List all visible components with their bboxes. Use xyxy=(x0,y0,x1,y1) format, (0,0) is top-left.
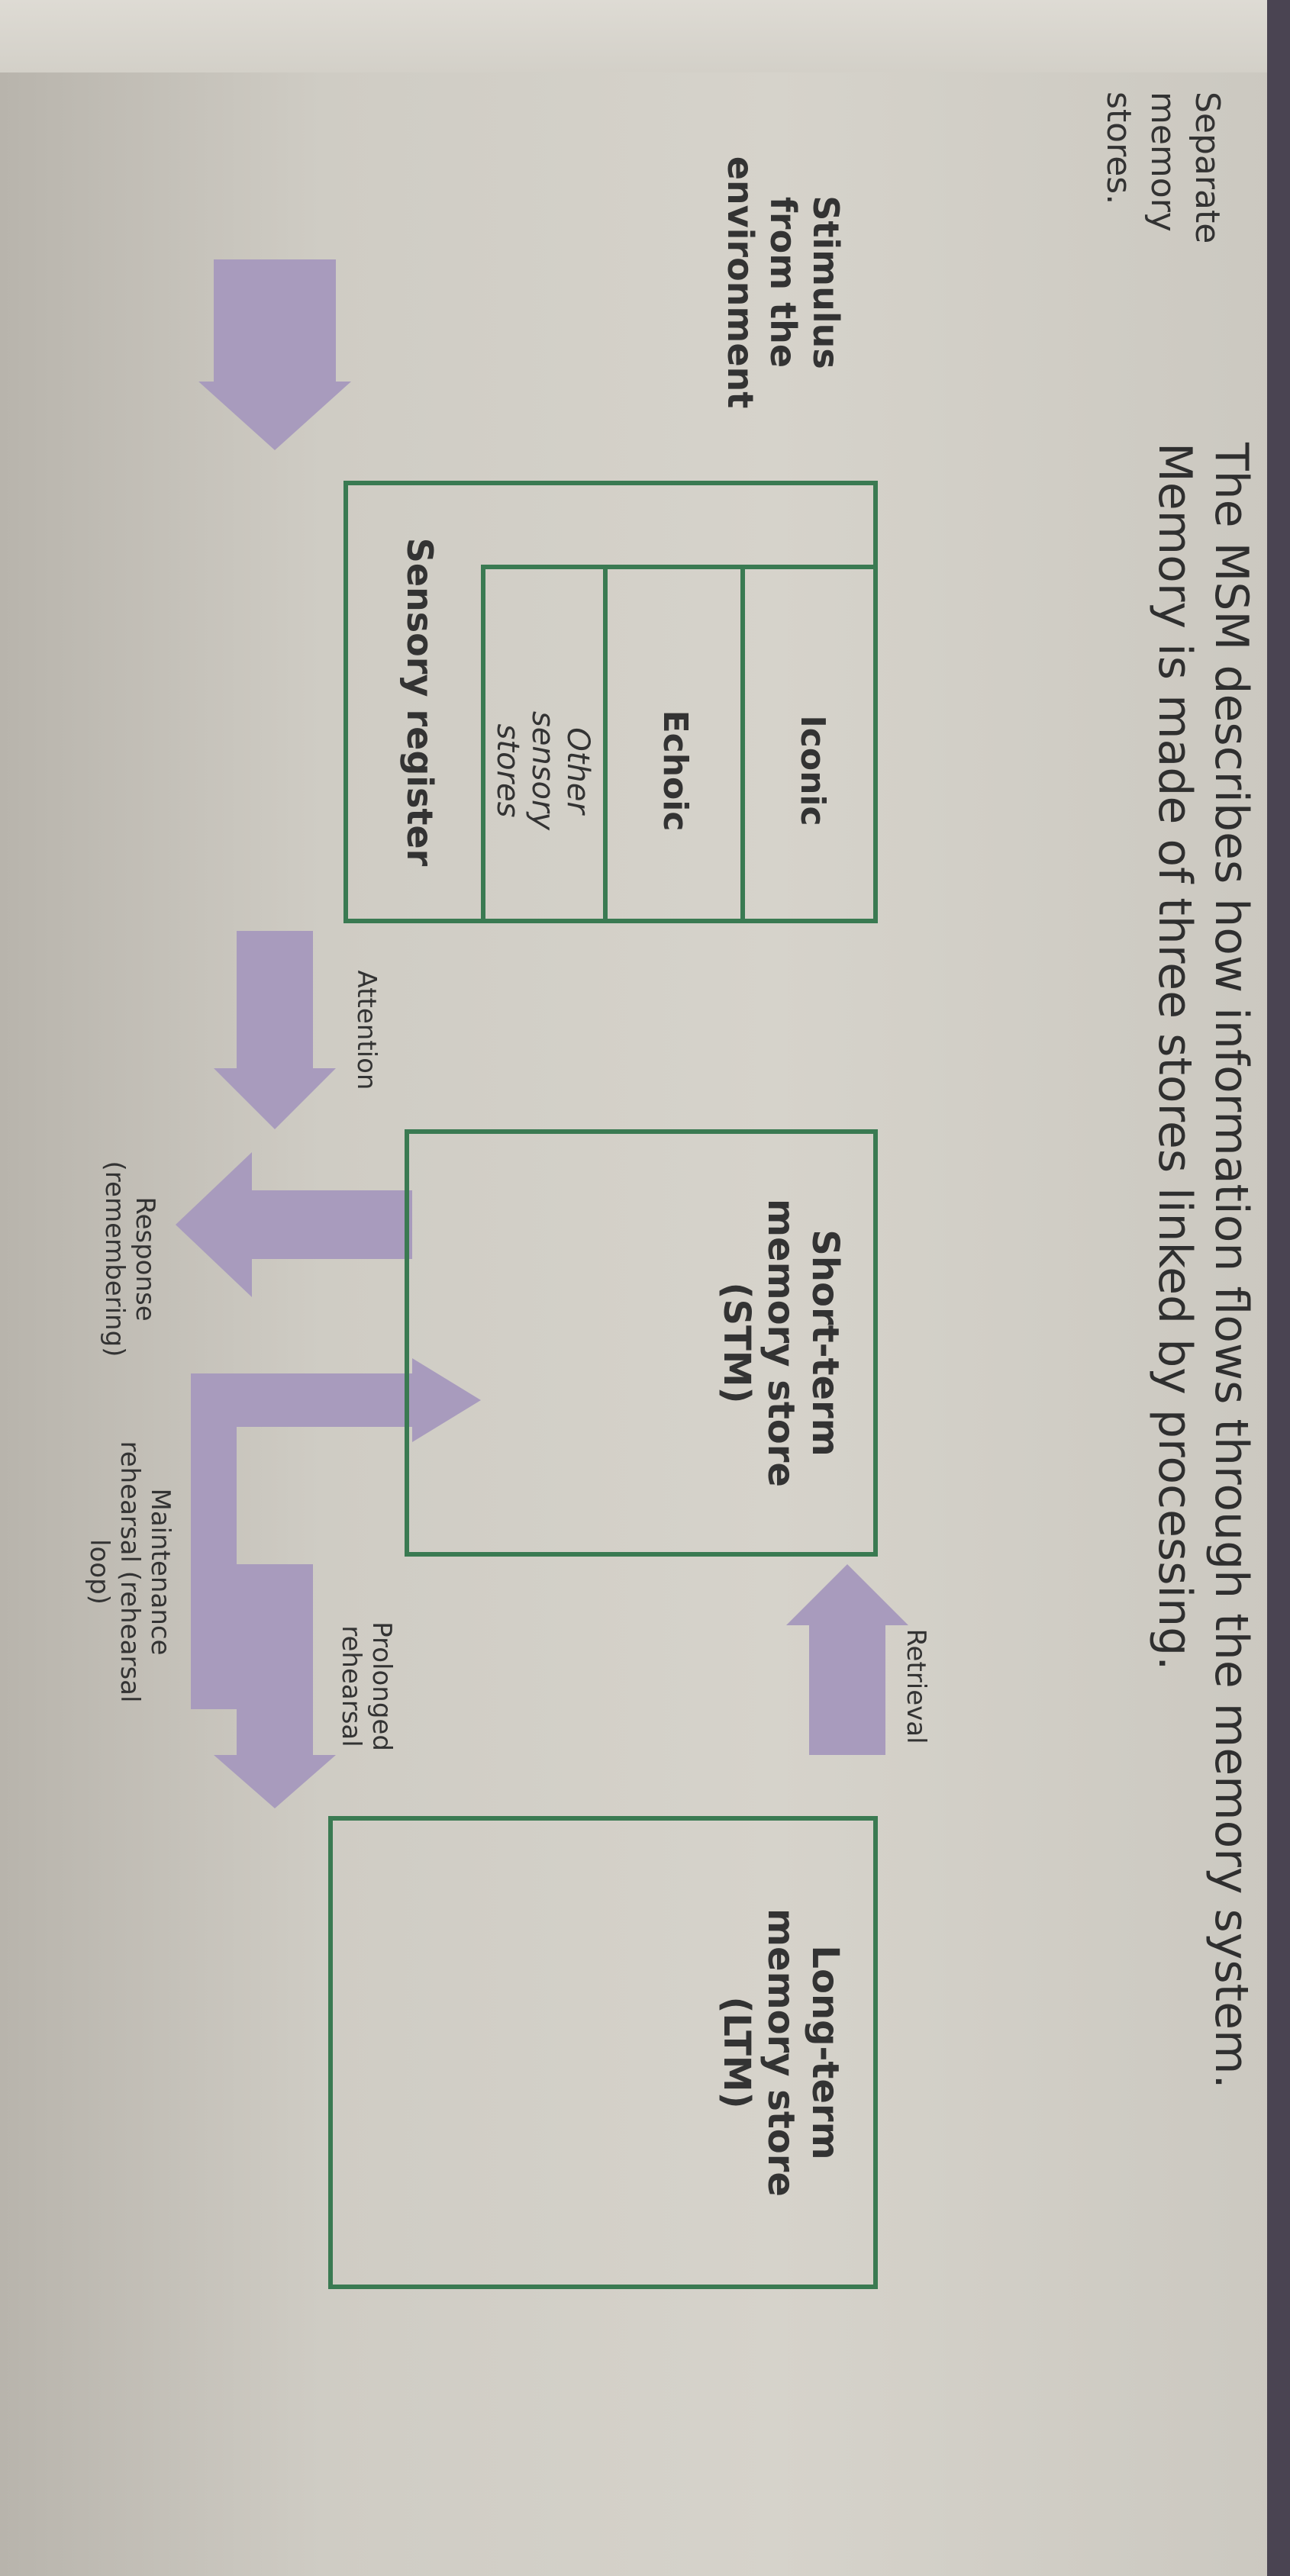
book-edge xyxy=(0,0,1290,72)
echoic-label: Echoic xyxy=(656,710,695,832)
attention-arrow xyxy=(214,931,336,1129)
maintenance-loop-top xyxy=(191,1656,298,1709)
retrieval-label: Retrieval xyxy=(901,1628,931,1744)
iconic-label: Iconic xyxy=(793,715,832,826)
maintenance-loop-head xyxy=(412,1358,481,1442)
response-label: Response (remembering) xyxy=(99,1161,160,1357)
retrieval-arrow xyxy=(786,1564,908,1755)
page-edge-bar xyxy=(1267,0,1290,2576)
stimulus-label: Stimulus from the environment xyxy=(720,156,847,409)
response-arrow xyxy=(176,1152,412,1297)
stimulus-arrow xyxy=(198,259,351,450)
sensory-register-title: Sensory register xyxy=(399,537,440,867)
other-stores-label: Other sensory stores xyxy=(490,710,595,831)
ltm-label: Long-term memory store (LTM) xyxy=(715,1908,847,2197)
attention-label: Attention xyxy=(351,970,382,1090)
maintenance-label: Maintenance rehearsal (rehearsal loop) xyxy=(84,1441,176,1703)
stm-label: Short-term memory store (STM) xyxy=(715,1199,847,1487)
prolonged-label: Prolonged rehearsal xyxy=(336,1621,397,1751)
